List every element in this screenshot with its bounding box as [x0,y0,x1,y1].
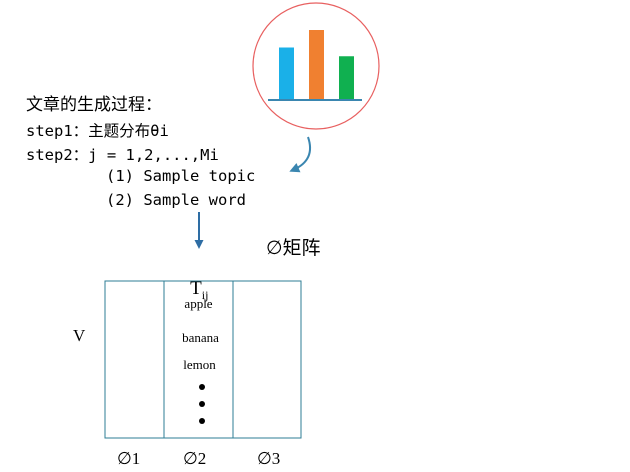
down-arrow-head [194,240,204,249]
step1-text: step1：主题分布θi [26,122,169,140]
sample-topic-text: (1) Sample topic [106,167,256,185]
phi-matrix-title: ∅矩阵 [266,237,321,259]
topic-bar [309,30,324,100]
topic-bar [339,56,354,100]
sample-word-text: (2) Sample word [106,191,246,209]
phi-matrix [104,280,302,439]
t-ij-label: Tij [181,256,208,303]
topic-bar [279,47,294,100]
step2-text: step2：j = 1,2,...,Mi [26,146,219,164]
ellipsis-dot [199,401,205,407]
word-banana: banana [182,330,219,345]
curved-arrow [289,136,312,173]
column-label-phi1: ∅1 [117,449,141,468]
t-label-subscript: ij [201,287,209,302]
generation-process-heading: 文章的生成过程： [26,95,162,115]
column-label-phi3: ∅3 [257,449,281,468]
column-label-phi2: ∅2 [183,449,207,468]
ellipsis-dot [199,418,205,424]
word-apple: apple [184,296,213,311]
word-lemon: lemon [183,357,216,372]
ellipsis-dot [199,384,205,390]
bar-chart-icon [279,30,354,100]
t-label-base: T [190,278,202,299]
topic-distribution-circle [252,2,380,130]
v-label: V [73,326,86,345]
